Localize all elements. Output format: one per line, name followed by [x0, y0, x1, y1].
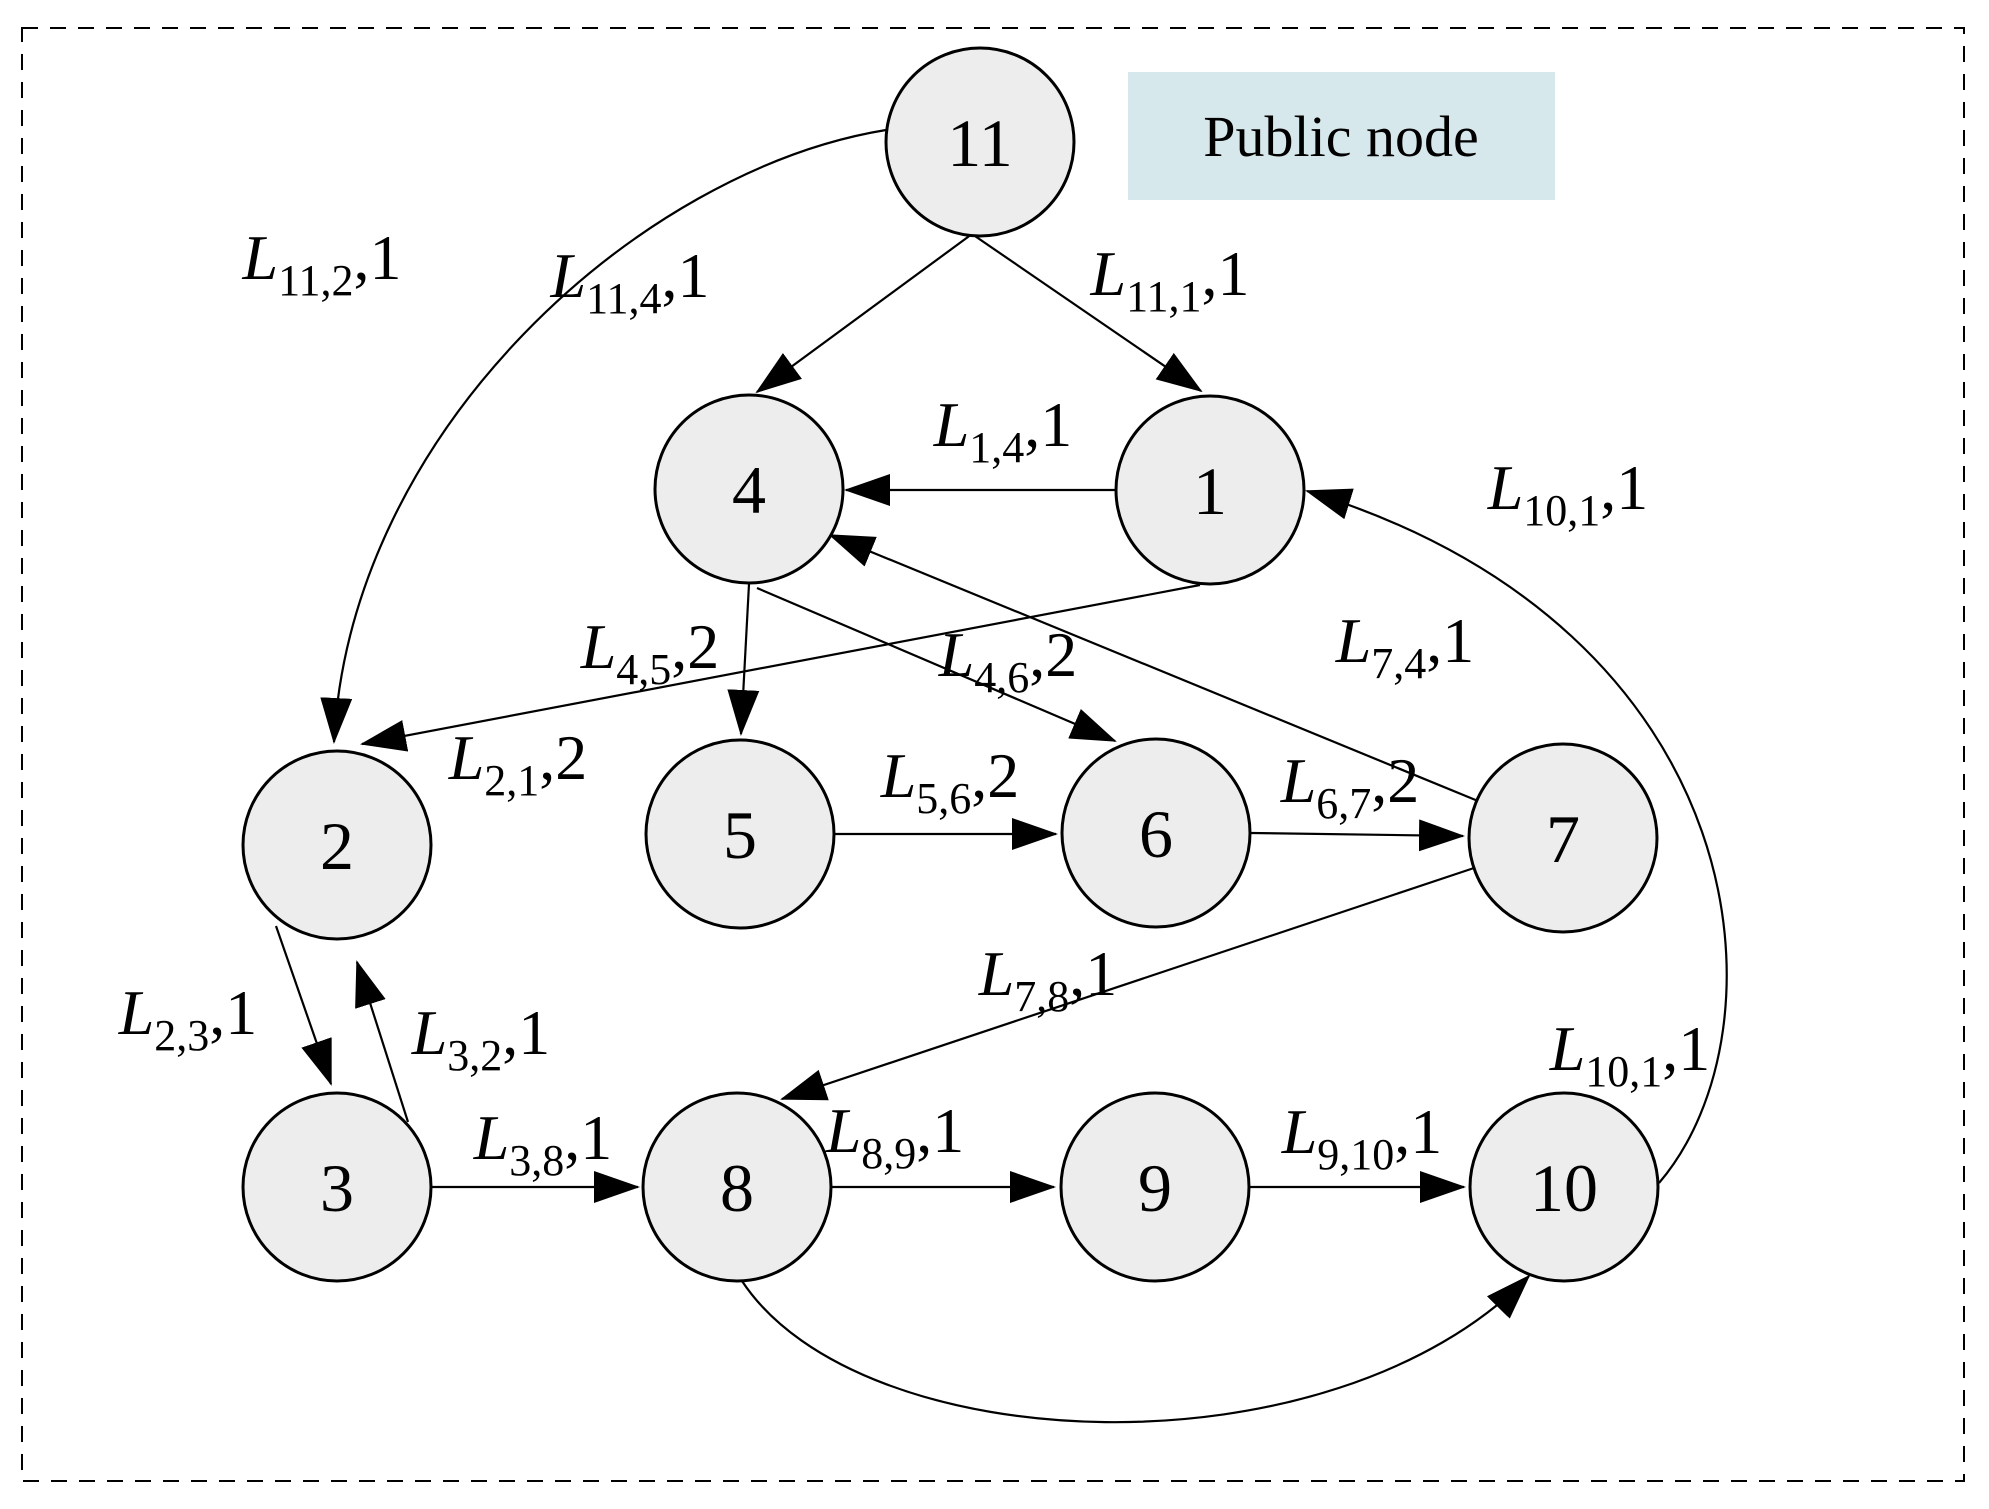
edge-label-L11-1: L11,1,1 — [1090, 238, 1250, 321]
node-circle-9 — [1059, 1091, 1251, 1283]
edge-label-L11-2: L11,2,1 — [242, 222, 402, 305]
edge-label-L7-8: L7,8,1 — [978, 938, 1118, 1021]
node-label-2: 2 — [320, 808, 354, 884]
node-label-5: 5 — [723, 797, 757, 873]
node-circle-3 — [241, 1091, 433, 1283]
legend: Public node — [1128, 72, 1555, 200]
edge-label-L2-1: L2,1,2 — [448, 722, 588, 805]
node-label-9: 9 — [1138, 1150, 1172, 1226]
legend-box — [1128, 72, 1555, 200]
edge-label-L4-6: L4,6,2 — [938, 619, 1078, 702]
node-circle-2 — [241, 749, 433, 941]
edge-label-L9-10: L9,10,1 — [1281, 1096, 1443, 1179]
edge-3-2 — [355, 960, 410, 1123]
node-label-6: 6 — [1139, 796, 1173, 872]
node-circle-11 — [884, 46, 1076, 238]
edge-10-1 — [1305, 488, 1728, 1184]
edge-label-L5-6: L5,6,2 — [880, 740, 1020, 823]
edge-label-L11-4: L11,4,1 — [550, 240, 710, 323]
node-label-4: 4 — [732, 452, 766, 528]
edge-label-L8-9: L8,9,1 — [825, 1095, 965, 1178]
node-label-7: 7 — [1546, 801, 1580, 877]
node-circle-1 — [1114, 394, 1306, 586]
figure-border — [21, 27, 1965, 1482]
edge-label-L7-4: L7,4,1 — [1335, 605, 1475, 688]
edge-7-8 — [780, 866, 1475, 1101]
edge-6-7 — [1250, 819, 1465, 852]
node-label-3: 3 — [320, 1150, 354, 1226]
edge-11-1 — [971, 233, 1203, 393]
node-label-10: 10 — [1530, 1150, 1598, 1226]
edge-4-5 — [727, 583, 760, 736]
edge-label-L3-8: L3,8,1 — [473, 1102, 613, 1185]
edge-label-L2-3: L2,3,1 — [118, 977, 258, 1060]
edge-11-4 — [755, 233, 973, 394]
edge-label-L6-7: L6,7,2 — [1280, 745, 1420, 828]
edge-label-L1-4: L1,4,1 — [933, 389, 1073, 472]
edge-11-2 — [320, 128, 887, 744]
node-circle-5 — [644, 738, 836, 930]
node-circle-4 — [653, 393, 845, 585]
node-label-1: 1 — [1193, 453, 1227, 529]
edge-4-6 — [756, 586, 1117, 743]
edge-2-3 — [274, 925, 333, 1086]
edge-label-L10-1-bottom: L10,1,1 — [1549, 1013, 1711, 1096]
edge-label-L10-1-top: L10,1,1 — [1487, 452, 1649, 535]
nodes-layer: 11 4 1 2 5 6 7 3 8 9 10 — [241, 46, 1660, 1283]
node-circle-7 — [1467, 742, 1659, 934]
edges-layer — [274, 128, 1728, 1424]
edge-label-L3-2: L3,2,1 — [411, 997, 551, 1080]
node-label-11: 11 — [947, 105, 1012, 181]
node-circle-10 — [1468, 1091, 1660, 1283]
edge-1-2 — [360, 583, 1201, 752]
edge-8-10 — [741, 1274, 1531, 1424]
node-circle-6 — [1060, 737, 1252, 929]
edge-7-4 — [828, 533, 1479, 803]
legend-label: Public node — [1203, 104, 1478, 169]
node-label-8: 8 — [720, 1150, 754, 1226]
edge-label-L4-5: L4,5,2 — [580, 611, 720, 694]
node-circle-8 — [641, 1091, 833, 1283]
